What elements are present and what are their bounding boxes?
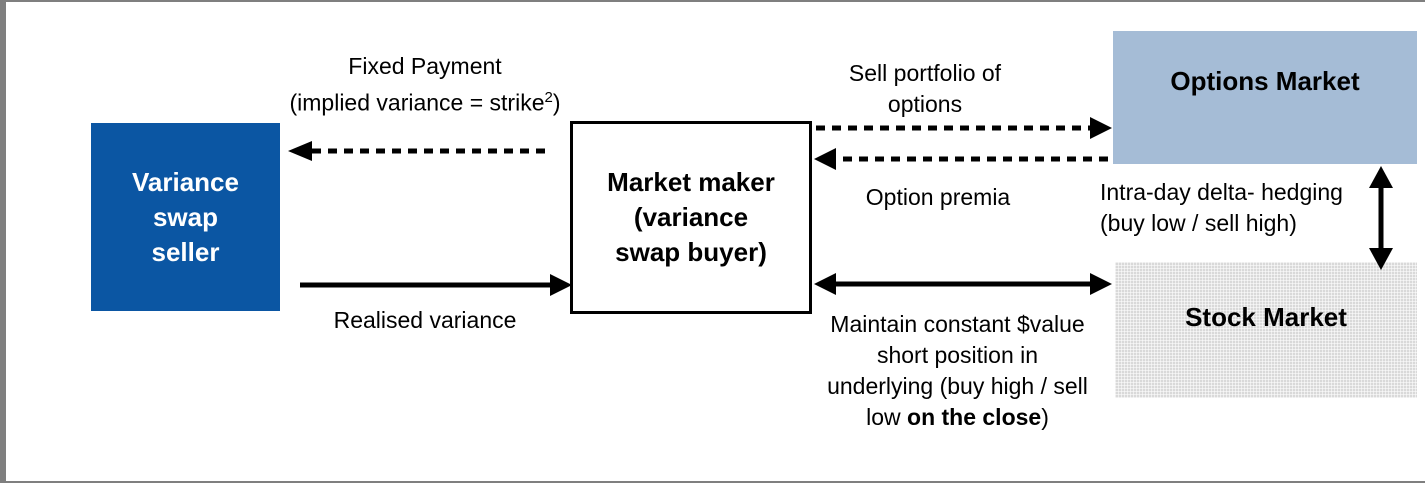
option-premia-arrowhead bbox=[814, 148, 836, 170]
hedging-arrowhead-top bbox=[1369, 166, 1393, 188]
implied-variance-line: (implied variance = strike2) bbox=[270, 82, 580, 119]
realised-variance-label: Realised variance bbox=[333, 307, 517, 333]
maker-line-2: (variance bbox=[633, 202, 749, 232]
maintain-line-4-close: ) bbox=[1041, 404, 1049, 430]
market-maker-box: Market maker (variance swap buyer) bbox=[570, 121, 812, 314]
fixed-payment-label: Fixed Payment (implied variance = strike… bbox=[270, 51, 580, 119]
implied-variance-superscript: 2 bbox=[544, 89, 553, 106]
maintain-position-label: Maintain constant $value short position … bbox=[805, 309, 1110, 433]
realised-variance-arrowhead bbox=[550, 274, 572, 296]
maintain-line-2: short position in bbox=[876, 342, 1039, 368]
fixed-payment-line: Fixed Payment bbox=[348, 53, 502, 79]
maintain-line-4-bold: on the close bbox=[907, 404, 1042, 430]
stock-market-label: Stock Market bbox=[1185, 302, 1347, 332]
maintain-line-1: Maintain constant $value bbox=[830, 311, 1085, 337]
maker-line-1: Market maker bbox=[607, 167, 775, 197]
sell-portfolio-arrowhead bbox=[1090, 117, 1112, 139]
sell-portfolio-line-1: Sell portfolio of bbox=[848, 60, 1002, 86]
maintain-line-4-text: low bbox=[866, 404, 908, 430]
seller-line-2: swap bbox=[152, 201, 218, 232]
options-market-box: Options Market bbox=[1113, 31, 1417, 164]
seller-line-1: Variance bbox=[132, 166, 239, 197]
maintain-position-arrowhead-right bbox=[1090, 273, 1112, 295]
variance-swap-seller-box: Variance swap seller bbox=[91, 123, 280, 311]
implied-variance-close: ) bbox=[552, 89, 561, 116]
maintain-position-arrowhead-left bbox=[814, 273, 836, 295]
option-premia-label: Option premia bbox=[865, 184, 1011, 210]
hedging-arrowhead-bottom bbox=[1369, 248, 1393, 270]
options-market-label: Options Market bbox=[1170, 66, 1360, 96]
intraday-hedging-line-2: (buy low / sell high) bbox=[1100, 210, 1297, 236]
implied-variance-text: (implied variance = strike bbox=[289, 89, 545, 116]
sell-portfolio-line-2: options bbox=[887, 91, 963, 117]
maintain-line-4: low on the close) bbox=[805, 402, 1110, 433]
sell-portfolio-label: Sell portfolio of options bbox=[820, 58, 1030, 120]
fixed-payment-arrowhead bbox=[288, 141, 312, 161]
stock-market-box: Stock Market bbox=[1115, 262, 1417, 398]
maker-line-3: swap buyer) bbox=[615, 237, 767, 267]
intraday-hedging-label: Intra-day delta- hedging (buy low / sell… bbox=[1100, 177, 1360, 239]
maintain-line-3: underlying (buy high / sell bbox=[827, 373, 1088, 399]
seller-line-3: seller bbox=[151, 236, 220, 267]
intraday-hedging-line-1: Intra-day delta- hedging bbox=[1100, 179, 1343, 205]
